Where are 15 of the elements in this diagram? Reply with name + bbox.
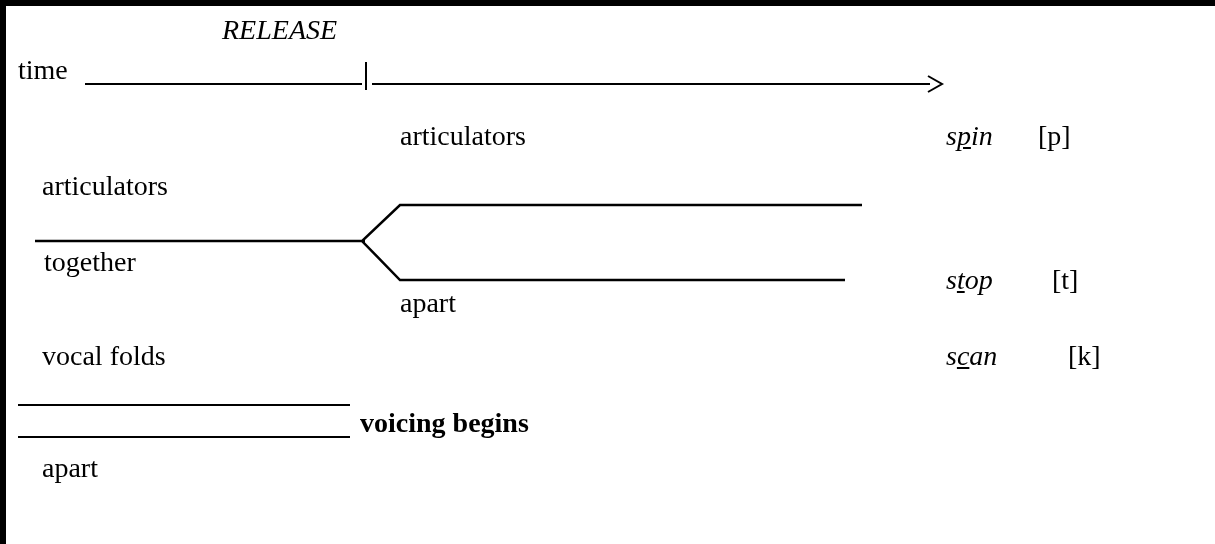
state-label: apart: [42, 452, 98, 484]
phonetic-symbol: [k]: [1068, 340, 1101, 372]
state-label: vocal folds: [42, 340, 166, 372]
example-word: stop: [946, 264, 993, 296]
axis-label: time: [18, 54, 68, 86]
example-word: scan: [946, 340, 998, 372]
event-label: voicing begins: [360, 407, 529, 439]
state-label: articulators: [42, 170, 168, 202]
state-label: articulators: [400, 120, 526, 152]
phonetic-symbol: [t]: [1052, 264, 1079, 296]
example-word: spin: [946, 120, 993, 152]
state-label: apart: [400, 287, 456, 319]
phonetic-symbol: [p]: [1038, 120, 1071, 152]
state-label: together: [44, 246, 136, 278]
release-label: RELEASE: [222, 14, 338, 46]
